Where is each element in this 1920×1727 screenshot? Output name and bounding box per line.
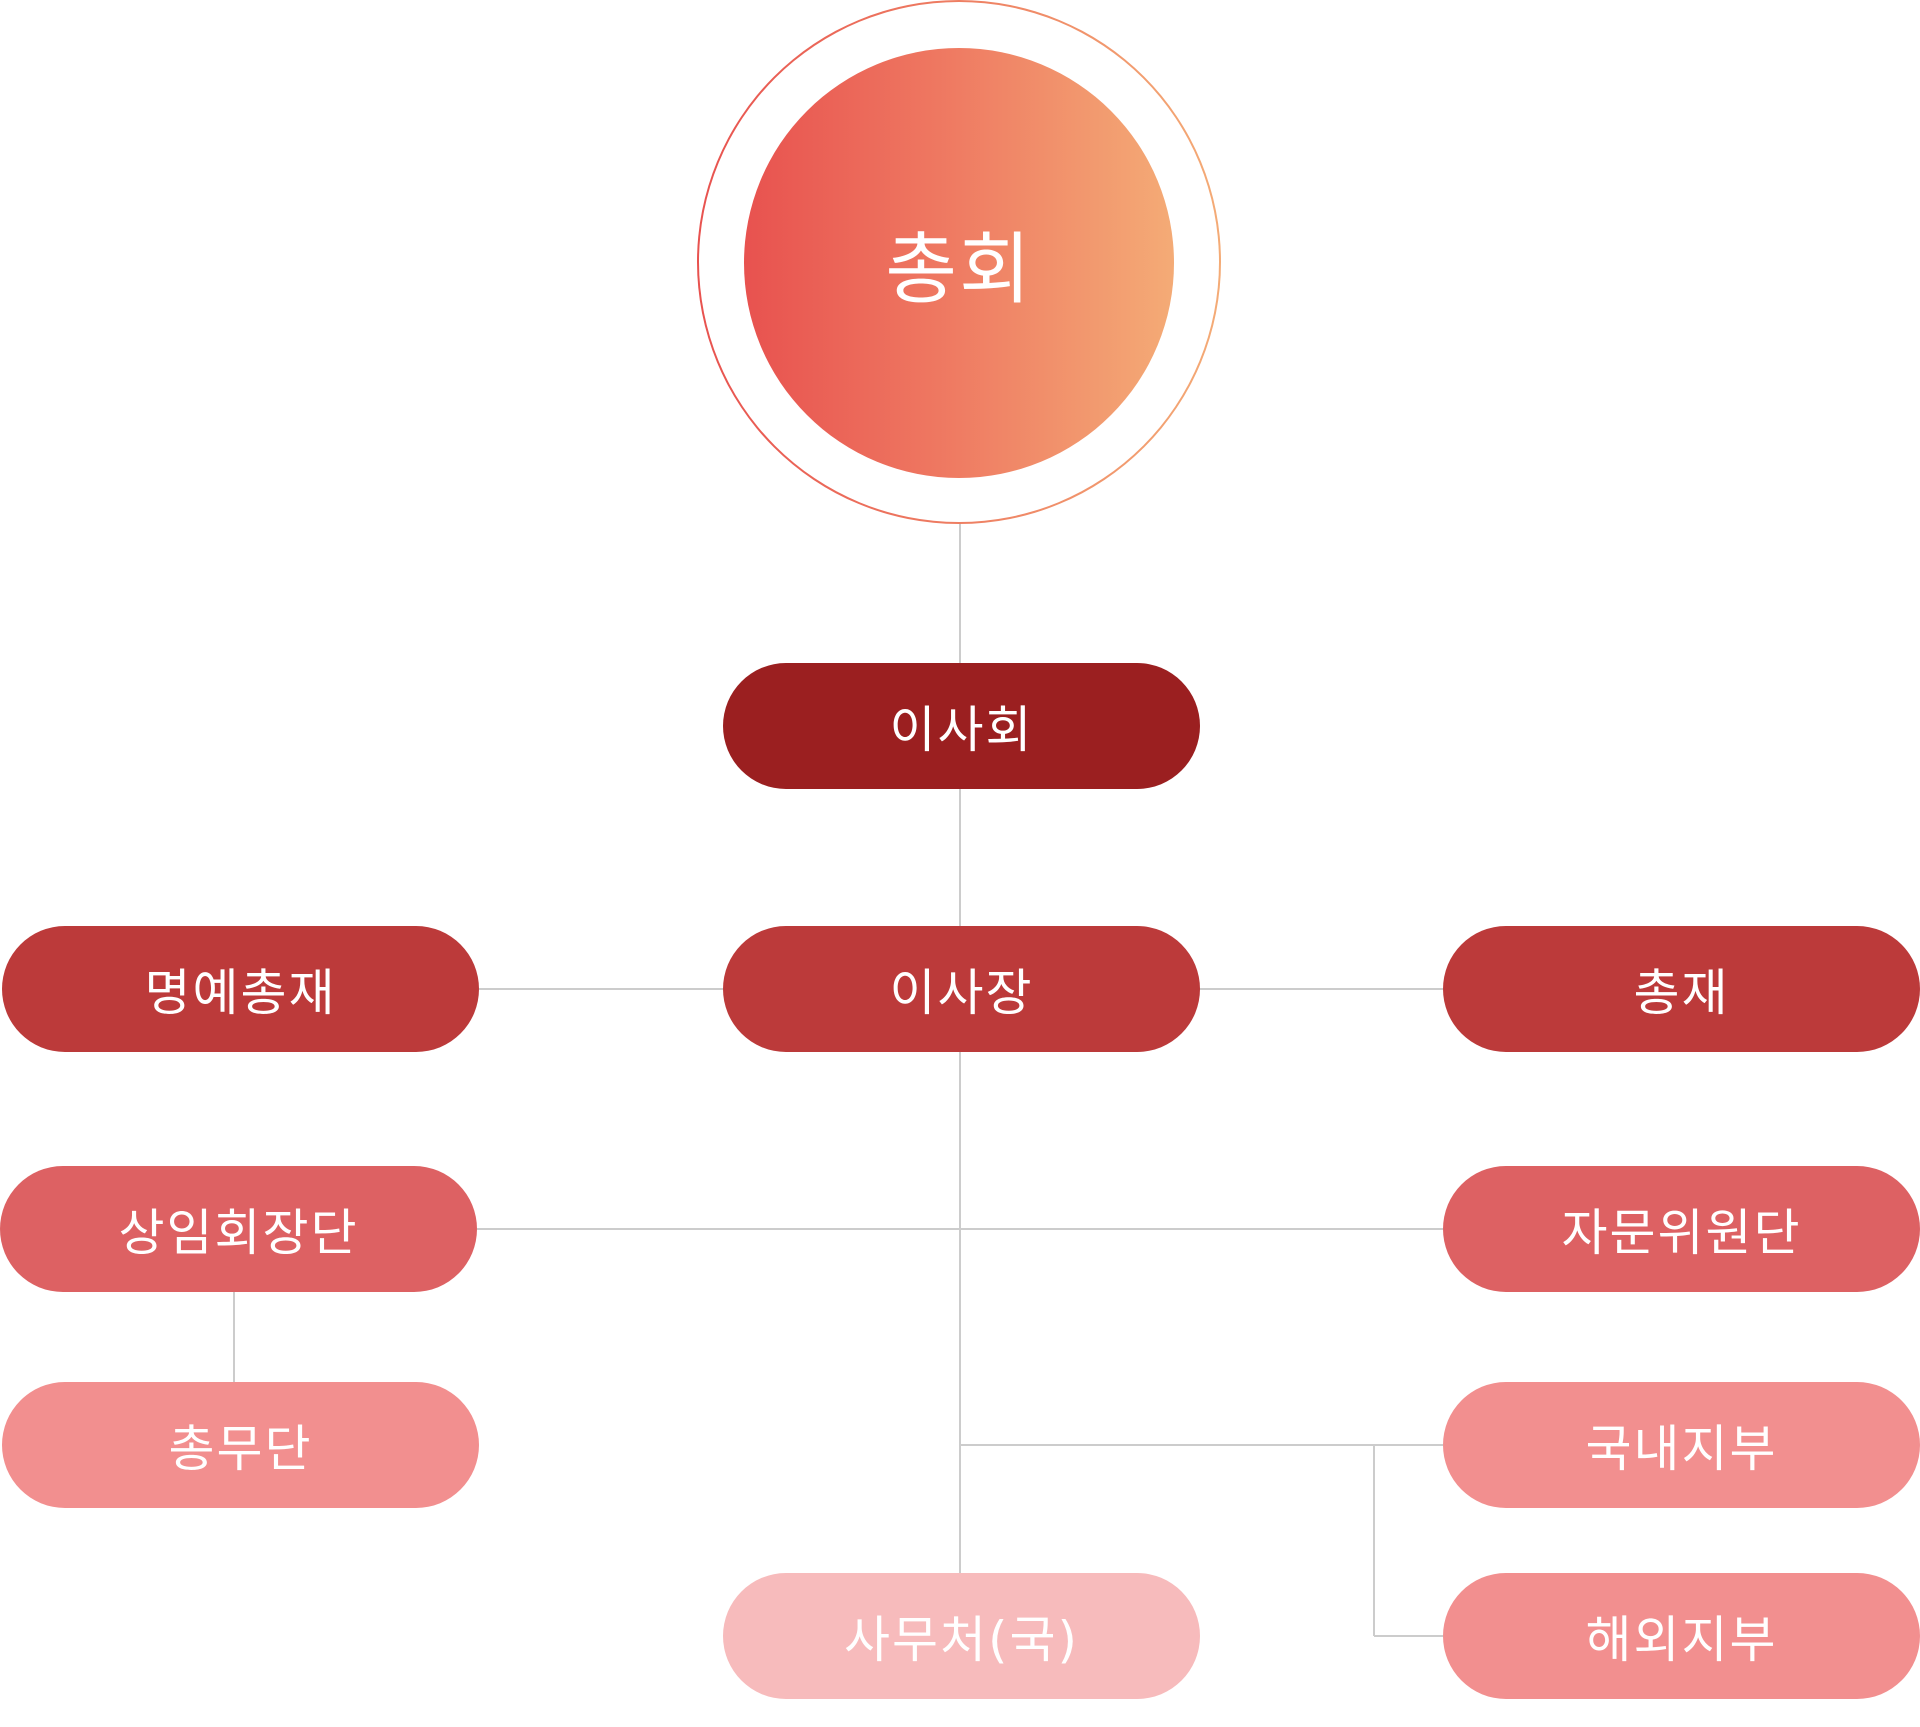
root-node-label: 총회 bbox=[885, 225, 1033, 315]
node-chairman-label: 이사장 bbox=[889, 964, 1034, 1022]
node-secretariat[interactable]: 사무처(국) bbox=[723, 1573, 1200, 1699]
node-secretariat-label: 사무처(국) bbox=[843, 1611, 1079, 1669]
node-standing-vice-chairs[interactable]: 상임회장단 bbox=[0, 1166, 477, 1292]
node-president[interactable]: 총재 bbox=[1443, 926, 1920, 1052]
node-president-label: 총재 bbox=[1633, 964, 1730, 1022]
node-domestic-branches-label: 국내지부 bbox=[1585, 1420, 1778, 1478]
node-chairman[interactable]: 이사장 bbox=[723, 926, 1200, 1052]
node-general-affairs-label: 총무단 bbox=[168, 1420, 313, 1478]
node-advisory-committee[interactable]: 자문위원단 bbox=[1443, 1166, 1920, 1292]
node-advisory-committee-label: 자문위원단 bbox=[1561, 1204, 1802, 1262]
node-general-affairs[interactable]: 총무단 bbox=[2, 1382, 479, 1508]
node-standing-vice-chairs-label: 상임회장단 bbox=[118, 1204, 359, 1262]
node-board-label: 이사회 bbox=[889, 701, 1034, 759]
root-node-general-assembly[interactable]: 총회 bbox=[744, 48, 1174, 478]
node-honorary-president-label: 명예총재 bbox=[144, 964, 337, 1022]
node-overseas-branches[interactable]: 해외지부 bbox=[1443, 1573, 1920, 1699]
node-board[interactable]: 이사회 bbox=[723, 663, 1200, 789]
node-overseas-branches-label: 해외지부 bbox=[1585, 1611, 1778, 1669]
node-honorary-president[interactable]: 명예총재 bbox=[2, 926, 479, 1052]
node-domestic-branches[interactable]: 국내지부 bbox=[1443, 1382, 1920, 1508]
